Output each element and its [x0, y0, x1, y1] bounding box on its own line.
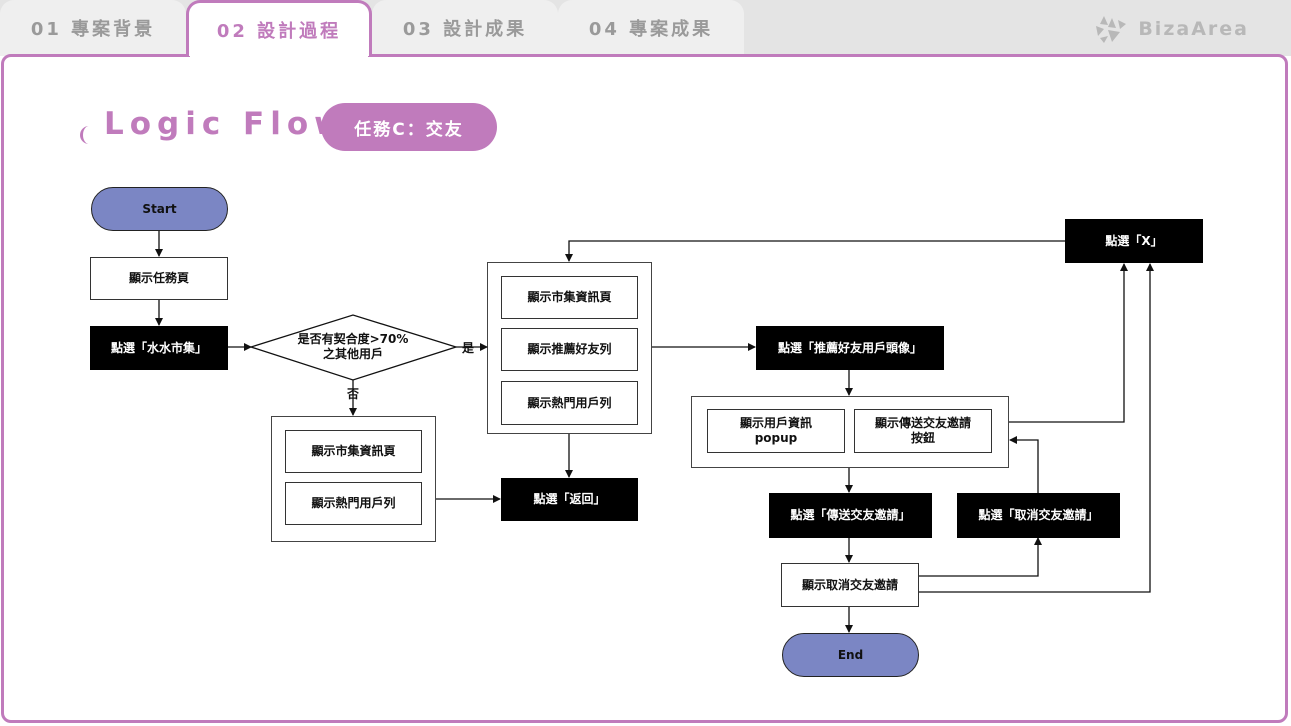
tab-design-process[interactable]: 02 設計過程 — [186, 0, 372, 56]
arrow-show-cancel-to-cancel-click — [918, 537, 1042, 577]
arrow-cancel-click-to-popup — [1009, 436, 1039, 493]
click-avatar-node: 點選「推薦好友用戶頭像」 — [756, 326, 944, 370]
popup-send-invite-button-node: 顯示傳送交友邀請 按鈕 — [854, 409, 992, 453]
end-node: End — [782, 633, 919, 677]
tab-design-result[interactable]: 03 設計成果 — [372, 0, 558, 56]
click-cancel-invite-node: 點選「取消交友邀請」 — [957, 493, 1120, 538]
yes-label: 是 — [462, 341, 475, 355]
no-label: 否 — [347, 387, 360, 401]
yes-show-market-info-node: 顯示市集資訊頁 — [501, 276, 638, 319]
brand-name: BizaArea — [1138, 18, 1249, 40]
decision-diamond — [248, 314, 459, 381]
show-task-page-node: 顯示任務頁 — [90, 257, 228, 300]
click-back-node: 點選「返回」 — [501, 478, 638, 521]
no-show-popular-node: 顯示熱門用戶列 — [285, 482, 422, 525]
bizaarea-logo-icon — [1096, 16, 1127, 43]
popup-user-info-node: 顯示用戶資訊 popup — [707, 409, 845, 453]
tab-project-background[interactable]: 01 專案背景 — [0, 0, 186, 56]
page-title: Logic Flow — [80, 106, 349, 144]
yes-show-recommended-node: 顯示推薦好友列 — [501, 328, 638, 371]
arrow-popup-to-x — [1009, 263, 1128, 423]
arrow-x-to-yes-container — [565, 240, 1065, 262]
click-x-node: 點選「X」 — [1065, 219, 1203, 263]
arrow-show-cancel-to-x — [918, 263, 1154, 593]
crescent-icon — [80, 117, 94, 144]
click-market-node: 點選「水水市集」 — [90, 326, 228, 370]
no-show-market-info-node: 顯示市集資訊頁 — [285, 430, 422, 473]
tab-project-result[interactable]: 04 專案成果 — [558, 0, 744, 56]
click-send-invite-node: 點選「傳送交友邀請」 — [769, 493, 932, 538]
yes-show-popular-node: 顯示熱門用戶列 — [501, 381, 638, 425]
start-node: Start — [91, 187, 228, 231]
brand: BizaArea — [1090, 14, 1249, 44]
decision-node-text: 是否有契合度>70% 之其他用戶 — [297, 332, 409, 361]
show-cancel-invite-node: 顯示取消交友邀請 — [781, 563, 919, 607]
page-title-text: Logic Flow — [104, 106, 349, 142]
task-badge: 任務C：交友 — [321, 103, 497, 151]
